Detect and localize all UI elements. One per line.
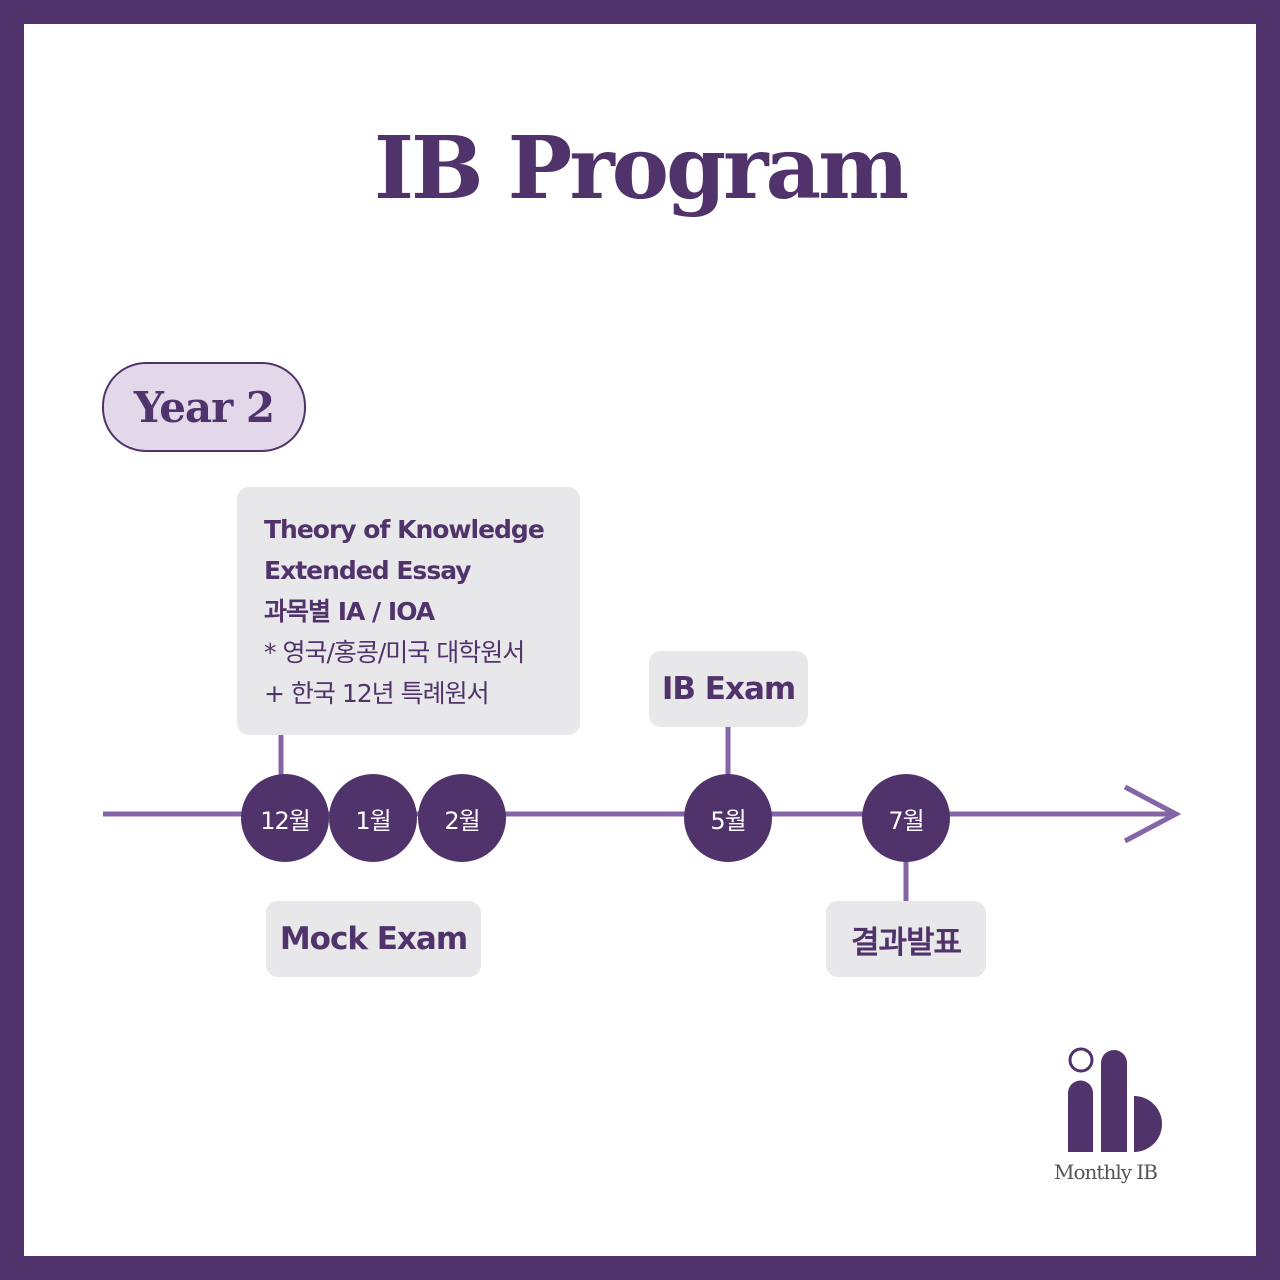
- task-line: * 영국/홍콩/미국 대학원서: [264, 638, 525, 667]
- main-tasks-box: Theory of Knowledge Extended Essay 과목별 I…: [237, 487, 580, 735]
- task-line: + 한국 12년 특례원서: [264, 679, 490, 708]
- month-node-feb: 2월: [418, 774, 506, 862]
- logo-text: Monthly IB: [1054, 1160, 1158, 1184]
- page-title: IB Program: [373, 118, 909, 219]
- task-line: 과목별 IA / IOA: [264, 597, 435, 626]
- task-line: Theory of Knowledge: [264, 515, 545, 544]
- month-node-jan: 1월: [329, 774, 417, 862]
- results-label: 결과발표: [826, 901, 986, 977]
- ib-exam-label: IB Exam: [649, 651, 808, 727]
- mock-exam-label: Mock Exam: [266, 901, 481, 977]
- task-line: Extended Essay: [264, 556, 472, 585]
- arrowhead-icon: [1123, 784, 1182, 844]
- month-node-jul: 7월: [862, 774, 950, 862]
- month-node-may: 5월: [684, 774, 772, 862]
- month-node-dec: 12월: [241, 774, 329, 862]
- year-badge: Year 2: [102, 362, 306, 452]
